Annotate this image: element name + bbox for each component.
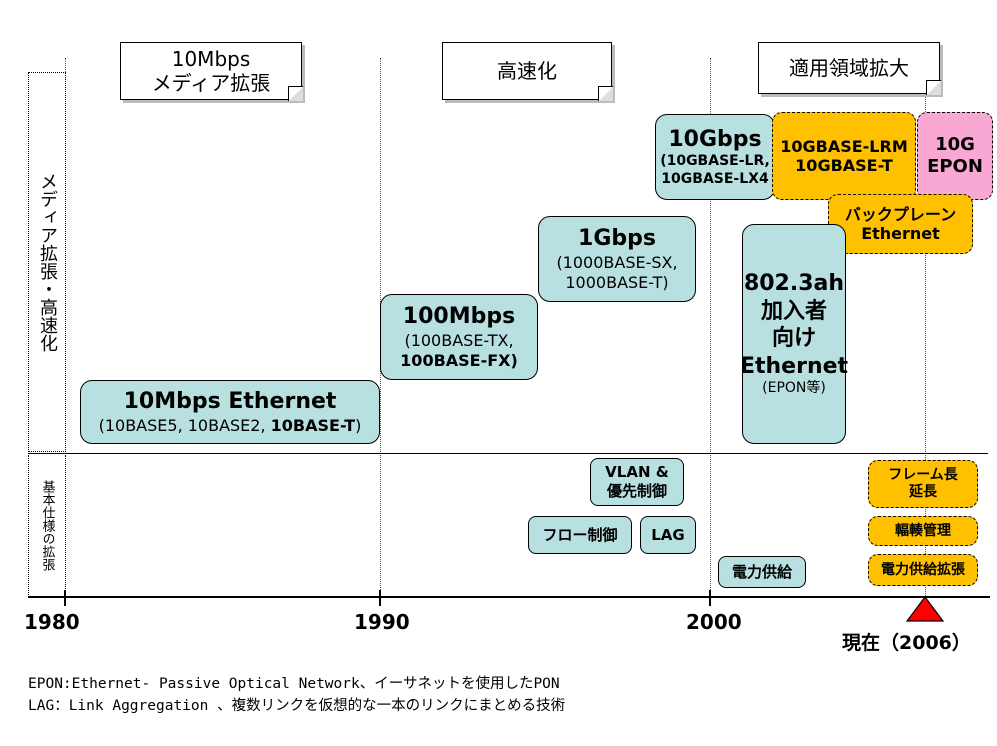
box-label: 電力供給: [731, 562, 792, 581]
box-10mbps-ethernet: 10Mbps Ethernet (10BASE5, 10BASE2, 10BAS…: [80, 380, 380, 444]
box-title: 1Gbps: [578, 226, 656, 252]
side-label-upper: メディア拡張・高速化: [28, 72, 66, 452]
box-10gbase-lrm: 10GBASE-LRM 10GBASE-T: [772, 112, 916, 200]
footnote-lag: LAG：Link Aggregation 、複数リンクを仮想的な一本のリンクにま…: [28, 698, 566, 714]
box-subtitle: (100BASE-TX,: [404, 330, 514, 350]
box-title: 10Gbps: [668, 126, 762, 152]
box-1gbps: 1Gbps (1000BASE-SX, 1000BASE-T): [538, 216, 696, 302]
box-subtitle: 100BASE-FX): [400, 350, 518, 370]
era-note-line: 10Mbps: [171, 47, 251, 71]
era-note-speed: 高速化: [442, 42, 613, 101]
box-label: 輻輳管理: [895, 522, 951, 539]
box-line: 延長: [909, 484, 937, 500]
box-title: 10Mbps Ethernet: [123, 389, 337, 415]
year-label-1980: 1980: [24, 610, 80, 634]
box-subtitle: (10BASE5, 10BASE2, 10BASE-T): [99, 416, 362, 436]
tick-2000: [709, 590, 711, 606]
box-vlan: VLAN & 優先制御: [590, 458, 684, 506]
era-note-line: 高速化: [497, 59, 557, 83]
current-marker-icon: [906, 596, 944, 622]
box-line: フレーム長: [888, 467, 958, 484]
era-note-line: メディア拡張: [151, 71, 271, 95]
box-subtitle: 10GBASE-LX4: [661, 170, 769, 187]
box-line: 優先制御: [606, 482, 667, 500]
box-10gbps: 10Gbps (10GBASE-LR, 10GBASE-LX4: [655, 114, 775, 200]
box-label: フロー制御: [542, 525, 618, 544]
gridline-2000: [710, 58, 711, 598]
box-subtitle-suffix: ): [355, 415, 362, 435]
box-subtitle-bold: 10BASE-T: [270, 415, 356, 435]
era-note-scope: 適用領域拡大: [758, 42, 941, 95]
box-10g-epon: 10G EPON: [917, 112, 993, 200]
box-frame-length: フレーム長 延長: [868, 460, 978, 508]
current-year-label: 現在（2006）: [842, 632, 971, 654]
year-label-2000: 2000: [686, 610, 742, 634]
era-note-line: 適用領域拡大: [789, 56, 909, 80]
tick-1990: [379, 590, 381, 606]
box-congestion: 輻輳管理: [868, 516, 978, 546]
box-line: Ethernet: [861, 224, 940, 243]
box-label: 電力供給拡張: [881, 561, 965, 578]
timeline-axis: [28, 596, 990, 598]
box-line: VLAN &: [605, 463, 669, 482]
gridline-2006: [925, 58, 926, 598]
box-subtitle-prefix: (10BASE5, 10BASE2,: [98, 415, 271, 435]
box-title: 100Mbps: [402, 304, 516, 330]
footnote-epon: EPON:Ethernet- Passive Optical Network、イ…: [28, 676, 560, 692]
box-line: 10GBASE-LRM: [780, 136, 908, 156]
box-line: 10GBASE-T: [795, 156, 893, 175]
box-subtitle: (1000BASE-SX,: [556, 252, 678, 272]
box-line: バックプレーン: [844, 204, 957, 224]
side-label-lower: 基本仕様の拡張: [28, 455, 66, 595]
box-line: 10G: [935, 134, 975, 156]
section-divider: [28, 453, 988, 454]
box-100mbps: 100Mbps (100BASE-TX, 100BASE-FX): [380, 294, 538, 380]
box-flow-control: フロー制御: [528, 516, 632, 554]
box-802-3ah: 802.3ah 加入者 向け Ethernet (EPON等): [739, 224, 849, 444]
box-backplane-ethernet: バックプレーン Ethernet: [828, 194, 973, 254]
era-note-media: 10Mbps メディア拡張: [120, 42, 303, 101]
box-subtitle: (10GBASE-LR,: [660, 153, 770, 170]
box-line: 向け: [771, 326, 816, 352]
tick-1980: [64, 590, 66, 606]
box-lag: LAG: [640, 516, 696, 554]
box-line: (EPON等): [762, 380, 826, 397]
box-line: 加入者: [760, 298, 827, 324]
box-line: 802.3ah: [743, 271, 845, 297]
box-label: LAG: [651, 525, 685, 544]
box-poe-plus: 電力供給拡張: [868, 554, 978, 586]
box-line: EPON: [927, 156, 983, 177]
box-poe: 電力供給: [718, 556, 806, 588]
box-subtitle: 1000BASE-T): [565, 272, 669, 292]
year-label-1990: 1990: [354, 610, 410, 634]
box-line: Ethernet: [739, 353, 849, 379]
